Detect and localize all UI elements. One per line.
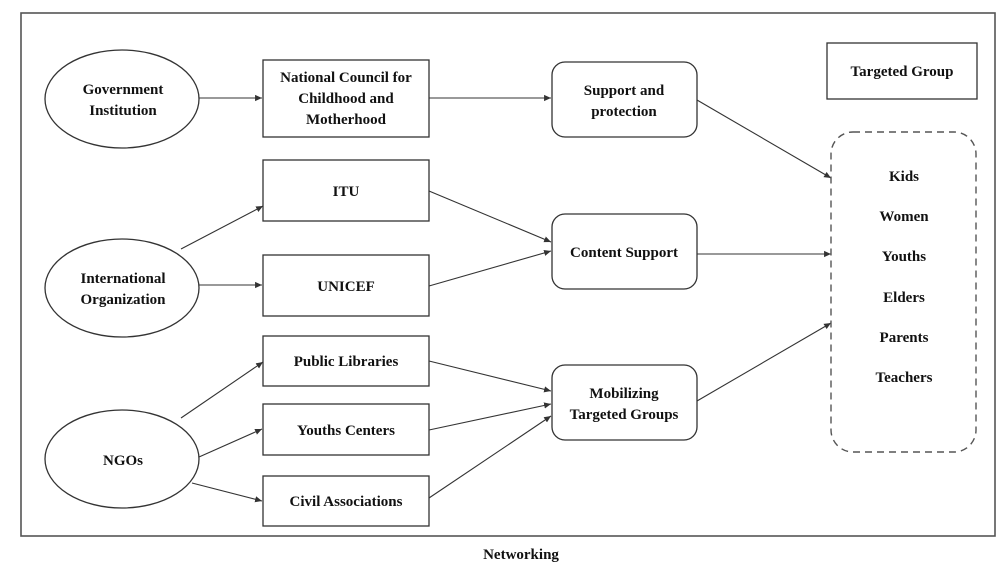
edge-international-to-itu: [180, 205, 264, 250]
civil-node: Civil Associations: [262, 475, 430, 527]
mobilizing-box: [551, 364, 698, 441]
ngo-label: NGOs: [103, 453, 143, 469]
targeted-group-box: [830, 131, 977, 453]
international-label: International: [80, 271, 165, 287]
content-node: Content Support: [551, 213, 698, 290]
civil-box: [262, 475, 430, 527]
youths-centers-box: [262, 403, 430, 456]
government-ellipse: [44, 49, 200, 149]
unicef-node: UNICEF: [262, 254, 430, 317]
edge-ngo-to-youths-centers: [198, 428, 263, 458]
targeted-group-item: Parents: [880, 330, 929, 346]
international-label-line2: Organization: [81, 292, 167, 308]
content-label: Content Support: [570, 245, 678, 261]
mobilizing-node: Mobilizing Targeted Groups: [551, 364, 698, 441]
support-box: [551, 61, 698, 138]
youths-centers-node: Youths Centers: [262, 403, 430, 456]
targeted-group-item: Youths: [882, 249, 926, 265]
ngo-ellipse: [44, 409, 200, 509]
targeted-group-item: Kids: [889, 169, 919, 185]
international-ellipse: [44, 238, 200, 338]
edges: [180, 94, 832, 503]
mobilizing-label: Mobilizing: [589, 386, 659, 402]
civil-label: Civil Associations: [290, 494, 403, 510]
figure-caption: Networking: [483, 547, 559, 563]
edge-ngo-to-civil: [191, 482, 263, 503]
support-label-line2: protection: [591, 104, 657, 120]
nccm-box: [262, 59, 430, 138]
mobilizing-label-line2: Targeted Groups: [570, 407, 679, 423]
itu-label: ITU: [333, 184, 360, 200]
libraries-label: Public Libraries: [294, 354, 399, 370]
edge-libraries-to-mobilizing: [428, 360, 552, 393]
targeted-group-item: Elders: [883, 290, 925, 306]
support-node: Support and protection: [551, 61, 698, 138]
support-label: Support and: [584, 83, 665, 99]
youths-centers-label: Youths Centers: [297, 423, 395, 439]
legend-box: [826, 42, 978, 100]
ngo-node: NGOs: [44, 409, 200, 509]
content-box: [551, 213, 698, 290]
nccm-node: National Council for Childhood and Mothe…: [262, 59, 430, 138]
itu-node: ITU: [262, 159, 430, 222]
itu-box: [262, 159, 430, 222]
legend: Targeted Group: [826, 42, 978, 100]
international-node: International Organization: [44, 238, 200, 338]
nccm-label-line2: Childhood and: [298, 91, 394, 107]
nccm-label-line3: Motherhood: [306, 112, 387, 128]
edge-youths-centers-to-mobilizing: [428, 402, 552, 431]
government-label-line2: Institution: [89, 103, 157, 119]
edge-civil-to-mobilizing: [428, 415, 552, 499]
edge-ngo-to-libraries: [180, 361, 264, 419]
edge-mobilizing-to-targeted: [696, 322, 832, 402]
targeted-group-item: Teachers: [876, 370, 933, 386]
libraries-box: [262, 335, 430, 387]
edge-unicef-to-content: [428, 249, 552, 287]
edge-support-to-targeted: [696, 99, 832, 179]
unicef-label: UNICEF: [317, 279, 375, 295]
edge-itu-to-content: [428, 190, 552, 243]
libraries-node: Public Libraries: [262, 335, 430, 387]
legend-label: Targeted Group: [851, 64, 954, 80]
targeted-group-item: Women: [879, 209, 929, 225]
nccm-label: National Council for: [280, 70, 412, 86]
government-label: Government: [83, 82, 164, 98]
government-node: Government Institution: [44, 49, 200, 149]
unicef-box: [262, 254, 430, 317]
